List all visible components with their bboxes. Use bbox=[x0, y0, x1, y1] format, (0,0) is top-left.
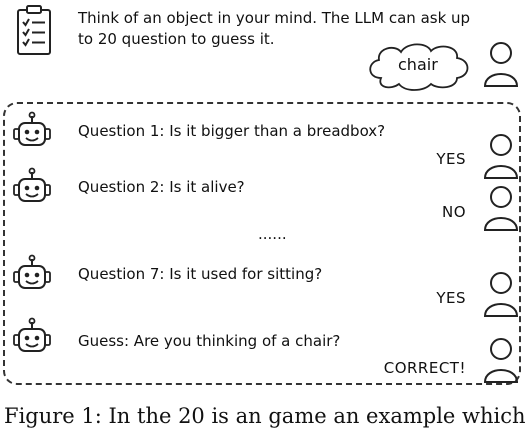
person-icon bbox=[483, 186, 519, 231]
person-icon bbox=[483, 338, 519, 383]
robot-icon bbox=[13, 167, 51, 202]
intro-text: Think of an object in your mind. The LLM… bbox=[78, 9, 471, 48]
dialogue-question: Question 2: Is it alive? bbox=[78, 178, 245, 196]
answer-label: NO bbox=[441, 203, 466, 221]
answer-label: CORRECT! bbox=[383, 359, 466, 377]
thought-cloud bbox=[369, 43, 469, 91]
answer-label: YES bbox=[436, 289, 466, 307]
figure-caption: Figure 1: In the 20 is an game an exampl… bbox=[4, 404, 526, 428]
person-icon bbox=[483, 134, 519, 179]
robot-icon bbox=[13, 254, 51, 289]
answer-label: YES bbox=[436, 150, 466, 168]
person-icon bbox=[483, 272, 519, 317]
robot-icon bbox=[13, 111, 51, 146]
dialogue-question: Question 1: Is it bigger than a breadbox… bbox=[78, 122, 386, 140]
checklist-icon bbox=[17, 5, 51, 55]
dialogue-question: Question 7: Is it used for sitting? bbox=[78, 265, 323, 283]
dialogue-guess: Guess: Are you thinking of a chair? bbox=[78, 332, 341, 350]
person-icon bbox=[483, 42, 519, 87]
cloud-word: chair bbox=[398, 55, 438, 74]
robot-icon bbox=[13, 317, 51, 352]
dialogue-frame bbox=[3, 102, 521, 385]
ellipsis: ...... bbox=[258, 225, 287, 243]
